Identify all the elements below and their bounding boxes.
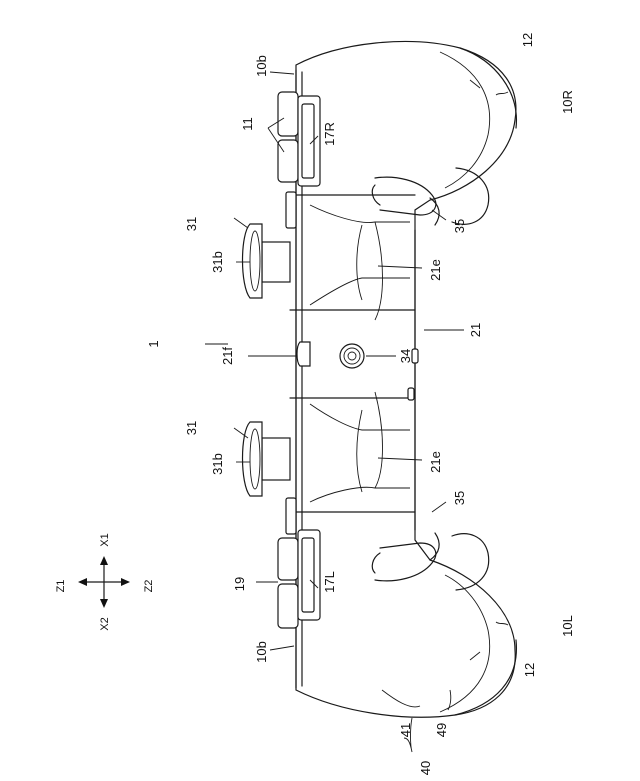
group-bracket	[381, 689, 452, 753]
label-19: 19	[232, 577, 247, 591]
center-buttons	[296, 341, 419, 401]
label-40: 40	[418, 761, 433, 775]
svg-text:Z2: Z2	[143, 580, 155, 593]
label-10b-bottom: 10b	[254, 641, 269, 663]
svg-text:1: 1	[146, 340, 161, 347]
svg-text:10L: 10L	[560, 615, 575, 637]
svg-text:21f: 21f	[220, 347, 235, 365]
label-1: 1	[146, 340, 161, 347]
svg-text:41: 41	[398, 723, 413, 737]
label-21e-bottom: 21e	[428, 451, 443, 473]
label-21: 21	[468, 323, 483, 337]
analog-stick-left	[241, 421, 291, 497]
svg-text:12: 12	[520, 33, 535, 47]
svg-text:10b: 10b	[254, 55, 269, 77]
label-11: 11	[240, 117, 255, 131]
svg-text:31: 31	[184, 217, 199, 231]
svg-text:12: 12	[522, 663, 537, 677]
svg-text:19: 19	[232, 577, 247, 591]
svg-text:49: 49	[434, 723, 449, 737]
svg-text:11: 11	[240, 117, 255, 131]
label-17L: 17L	[322, 571, 337, 593]
label-31-top: 31	[184, 217, 199, 231]
label-31b-top: 31b	[210, 251, 225, 273]
left-grip	[439, 533, 517, 716]
axis-label-z2: Z2	[143, 580, 155, 593]
right-grip	[439, 47, 517, 225]
svg-text:21: 21	[468, 323, 483, 337]
svg-text:10b: 10b	[254, 641, 269, 663]
svg-text:17R: 17R	[322, 122, 337, 146]
light-bar-lobes	[371, 176, 440, 582]
label-35-top: 35	[452, 219, 467, 233]
axis-indicator	[78, 556, 130, 608]
svg-text:31: 31	[184, 421, 199, 435]
label-31-bottom: 31	[184, 421, 199, 435]
label-17R: 17R	[322, 122, 337, 146]
svg-text:X2: X2	[99, 617, 111, 630]
svg-text:10R: 10R	[560, 90, 575, 114]
svg-text:17L: 17L	[322, 571, 337, 593]
label-10L: 10L	[560, 615, 575, 637]
svg-text:31b: 31b	[210, 251, 225, 273]
label-41: 41	[398, 723, 413, 737]
axis-label-x1: X1	[99, 533, 111, 546]
svg-text:34: 34	[398, 349, 413, 363]
leader-lines	[205, 71, 509, 661]
label-35-bottom: 35	[452, 491, 467, 505]
svg-text:21e: 21e	[428, 451, 443, 473]
label-31b-bottom: 31b	[210, 453, 225, 475]
axis-label-z1: Z1	[55, 580, 67, 593]
shoulder-buttons	[277, 91, 321, 629]
label-34: 34	[398, 349, 413, 363]
svg-text:35: 35	[452, 491, 467, 505]
center-panel	[289, 194, 416, 531]
axis-label-x2: X2	[99, 617, 111, 630]
label-49: 49	[434, 723, 449, 737]
label-12-top: 12	[520, 33, 535, 47]
label-12-bottom: 12	[522, 663, 537, 677]
label-10b-top: 10b	[254, 55, 269, 77]
svg-text:21e: 21e	[428, 259, 443, 281]
svg-text:X1: X1	[99, 533, 111, 546]
svg-text:35: 35	[452, 219, 467, 233]
svg-text:31b: 31b	[210, 453, 225, 475]
analog-stick-right	[241, 223, 291, 299]
svg-text:40: 40	[418, 761, 433, 775]
svg-text:Z1: Z1	[55, 580, 67, 593]
label-21f: 21f	[220, 347, 235, 365]
label-21e-top: 21e	[428, 259, 443, 281]
label-10R: 10R	[560, 90, 575, 114]
